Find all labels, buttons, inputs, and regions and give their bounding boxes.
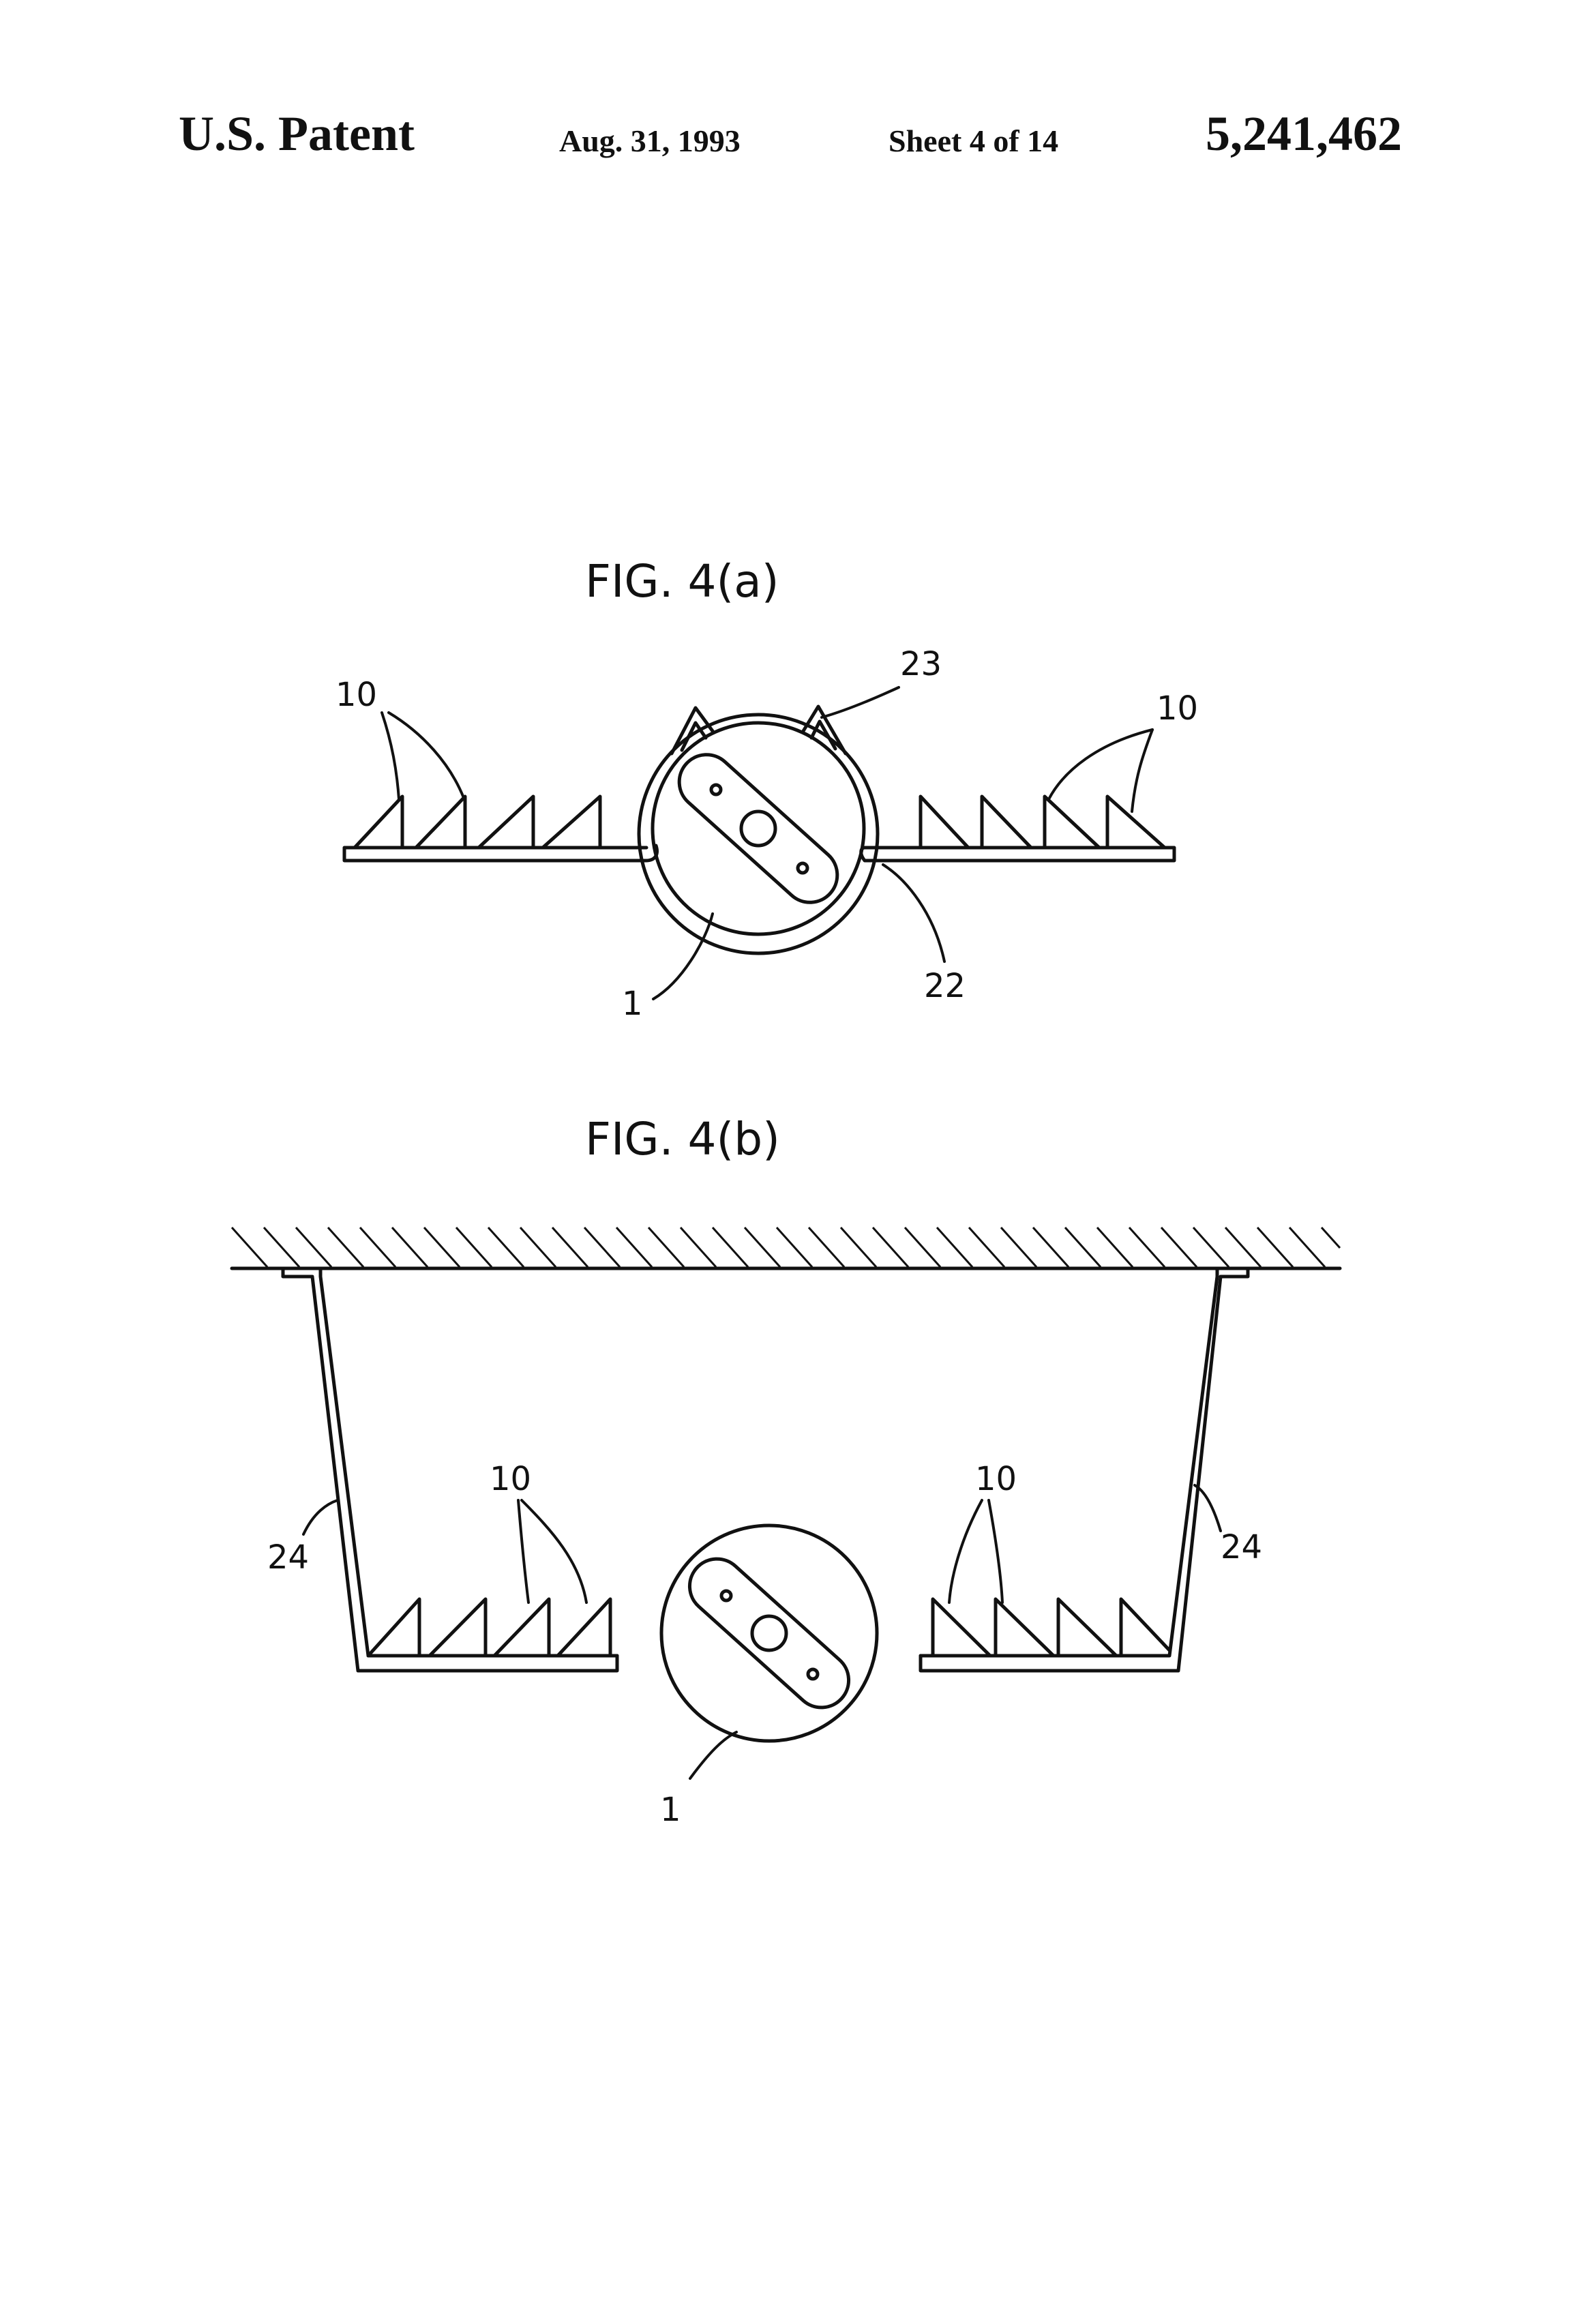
ref-10-left: 10 <box>335 676 377 714</box>
fin <box>1045 796 1099 848</box>
socket-center-hole <box>741 811 775 846</box>
fin <box>933 1599 990 1656</box>
left-fins <box>355 796 600 848</box>
lamp-socket-b <box>661 1525 877 1741</box>
fin <box>479 796 533 848</box>
fin <box>1058 1599 1116 1656</box>
leader-24-left <box>303 1500 338 1534</box>
fin <box>982 796 1031 848</box>
leader-10-left-b2 <box>522 1500 586 1603</box>
socket-center-hole-b <box>752 1616 786 1650</box>
leader-23 <box>822 687 899 717</box>
right-fins <box>921 796 1165 848</box>
left-tray <box>344 846 657 861</box>
leader-10-right-b <box>1132 730 1152 811</box>
ref-24-right: 24 <box>1221 1528 1262 1566</box>
left-fins-b <box>368 1599 610 1656</box>
socket-screw-hole <box>711 785 721 794</box>
socket-plate-b <box>678 1548 860 1719</box>
figure-4a: FIG. 4(a) <box>335 555 1198 1023</box>
leader-1-b <box>690 1732 736 1778</box>
ref-23: 23 <box>900 645 942 683</box>
leader-10-left-a <box>382 713 399 799</box>
leader-10-left-b <box>389 713 464 798</box>
socket-plate <box>668 743 849 913</box>
ref-10-right-b: 10 <box>975 1460 1017 1498</box>
fin <box>416 796 465 848</box>
fin <box>494 1599 549 1656</box>
socket-screw-hole-b <box>808 1669 818 1679</box>
left-reflector-inner <box>320 1270 617 1656</box>
fin <box>1121 1599 1169 1656</box>
fin <box>430 1599 486 1656</box>
lamp-socket <box>653 723 864 934</box>
ref-22: 22 <box>924 967 966 1005</box>
ref-1-b: 1 <box>660 1791 681 1829</box>
fin <box>543 796 600 848</box>
fin <box>355 796 402 848</box>
fin <box>921 796 968 848</box>
left-reflector-outer <box>283 1270 617 1671</box>
ref-24-left: 24 <box>267 1538 309 1577</box>
ref-1-a: 1 <box>622 985 643 1023</box>
ceiling-hatching <box>232 1227 1340 1267</box>
right-tray <box>861 848 1174 861</box>
figure-4a-label: FIG. 4(a) <box>585 555 779 608</box>
socket-screw-hole <box>798 863 807 873</box>
leader-10-right-b1 <box>949 1500 982 1603</box>
socket-screw-hole-b <box>721 1591 731 1600</box>
figure-4b: FIG. 4(b) <box>232 1113 1340 1829</box>
ref-10-right: 10 <box>1156 689 1198 728</box>
leader-10-right-a <box>1049 730 1152 799</box>
figure-4b-label: FIG. 4(b) <box>585 1113 780 1165</box>
right-reflector-outer <box>921 1270 1248 1671</box>
fin <box>1107 796 1165 848</box>
fin <box>996 1599 1054 1656</box>
fin <box>558 1599 610 1656</box>
leader-10-right-b2 <box>989 1500 1002 1603</box>
fin <box>368 1599 419 1656</box>
right-reflector-inner <box>921 1270 1217 1656</box>
ref-10-left-b: 10 <box>490 1460 531 1498</box>
right-fins-b <box>933 1599 1169 1656</box>
leader-10-left-b1 <box>518 1500 528 1603</box>
leader-22 <box>883 865 944 962</box>
